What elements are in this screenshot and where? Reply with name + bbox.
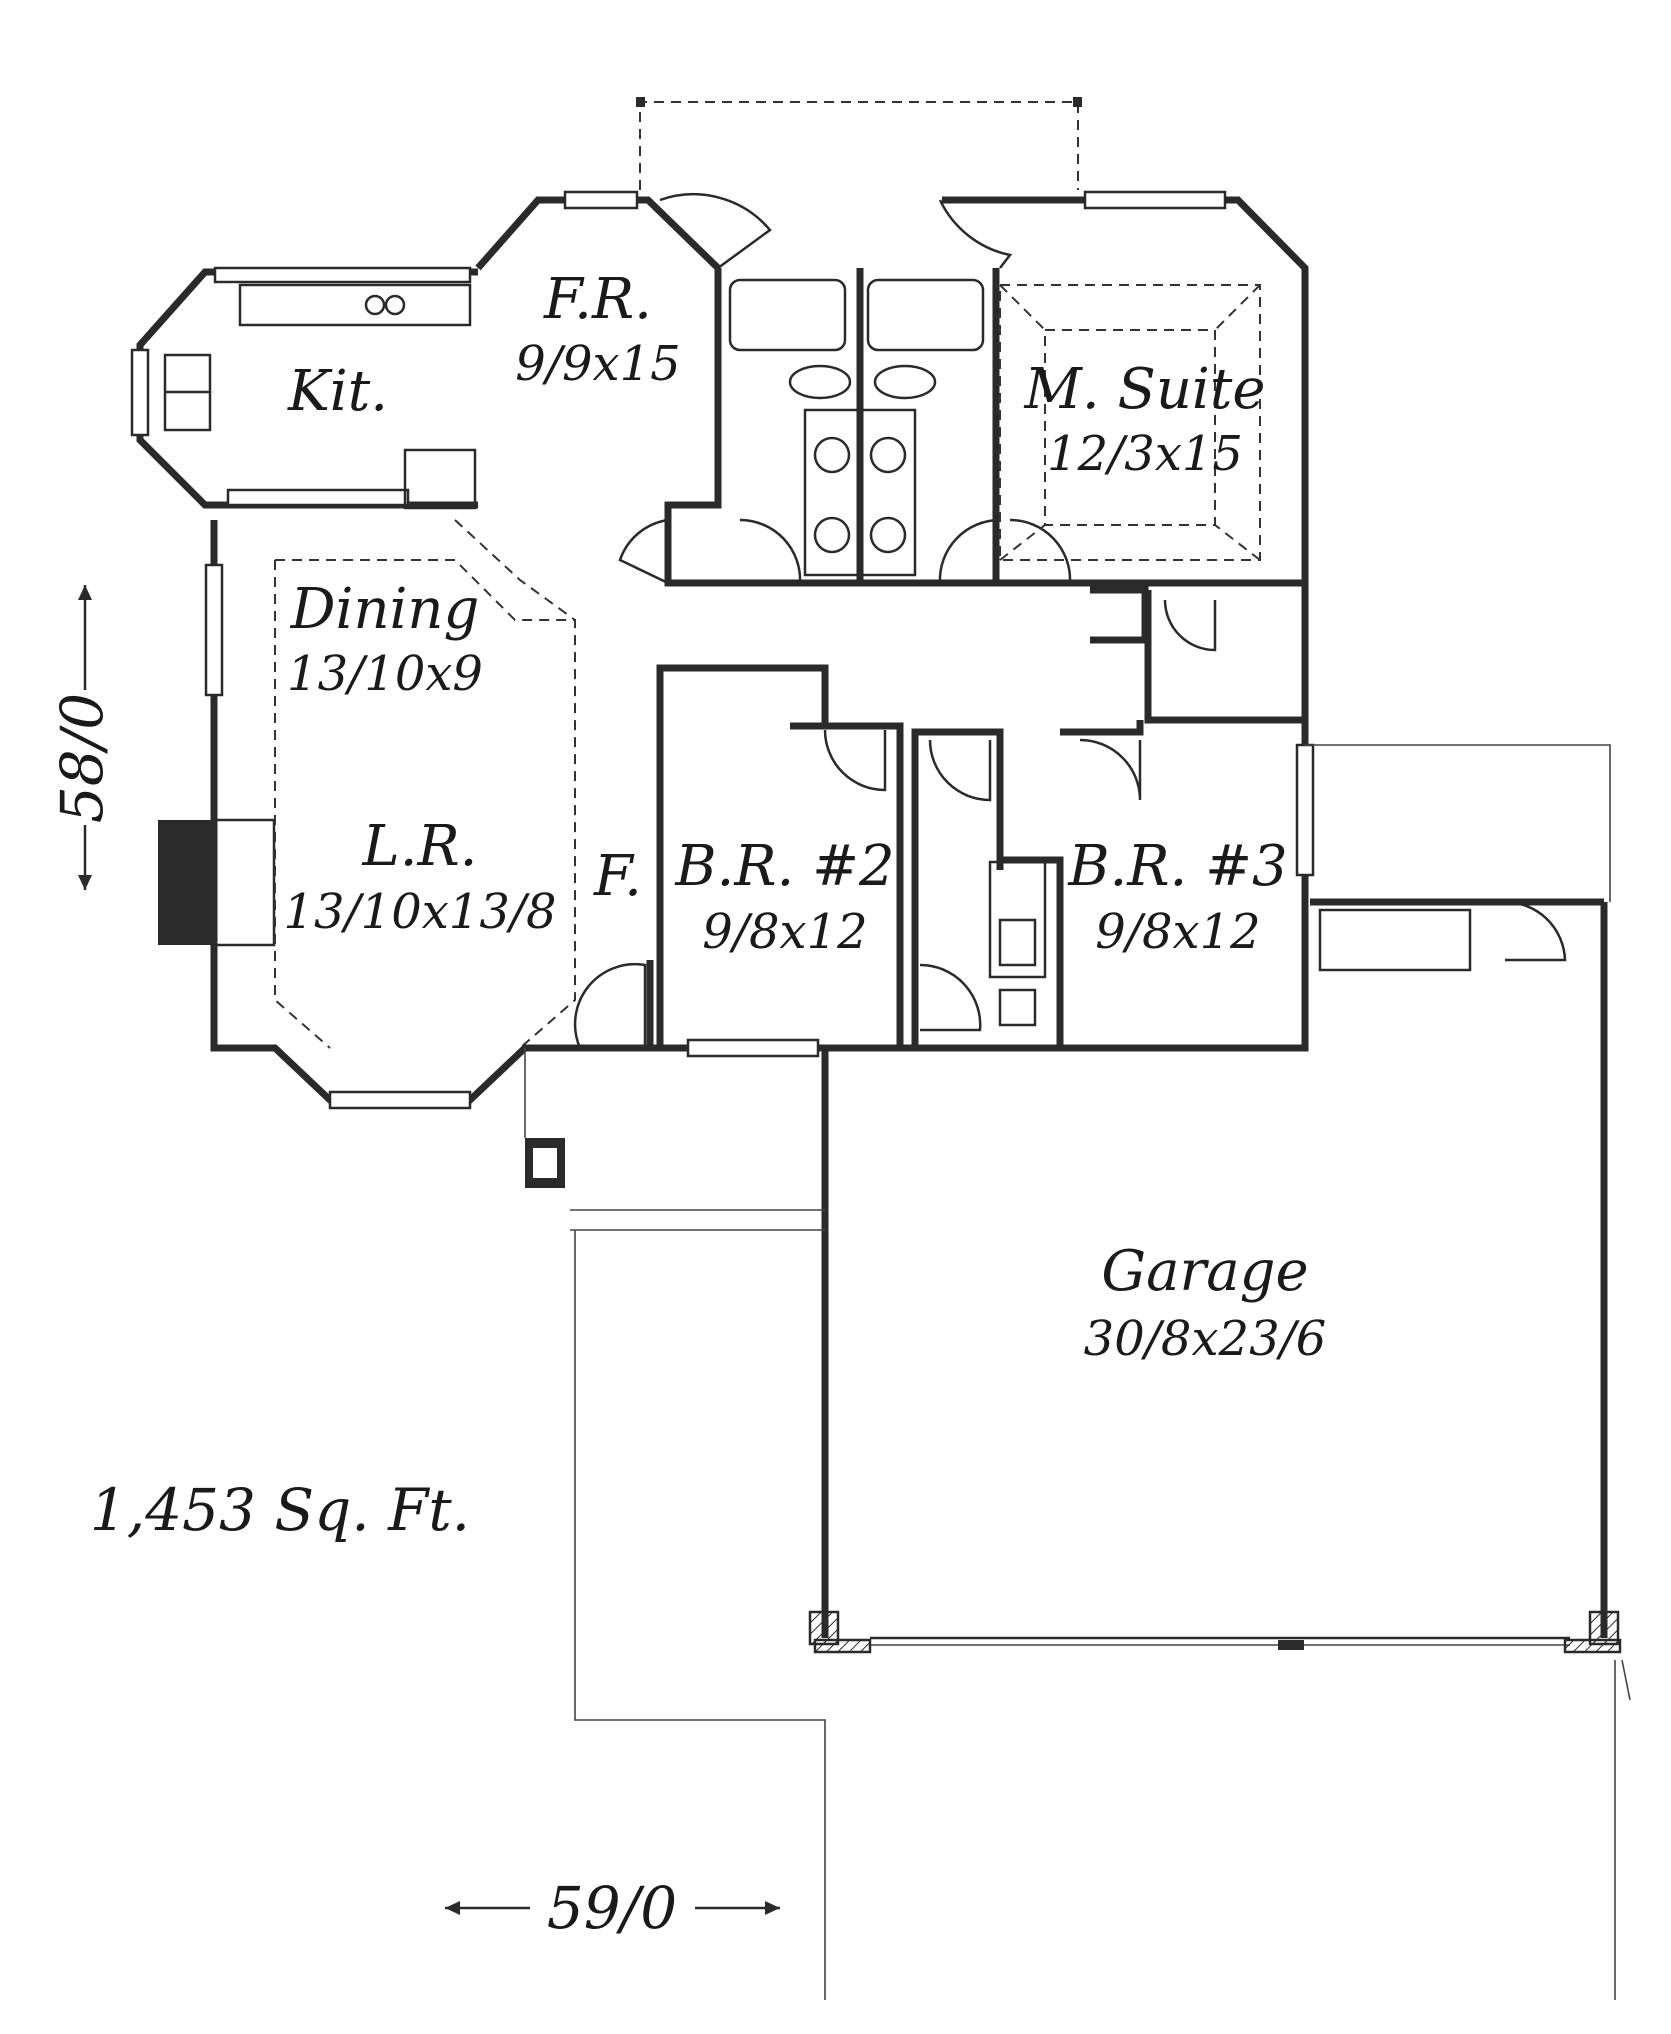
foyer-label: F.	[593, 844, 642, 909]
garage-size: 30/8x23/6	[1084, 1311, 1327, 1367]
square-footage-label: 1,453 Sq. Ft.	[90, 1476, 470, 1544]
rear-patio	[636, 97, 1082, 190]
dining-size: 13/10x9	[287, 646, 483, 702]
master-suite-label: M. Suite	[1024, 357, 1266, 422]
master-suite-size: 12/3x15	[1047, 426, 1243, 482]
living-room-size: 13/10x13/8	[283, 884, 556, 940]
bedroom-2-label: B.R. #2	[674, 834, 894, 899]
windows	[130, 190, 1472, 1110]
bedroom-2-size: 9/8x12	[702, 904, 867, 960]
overall-depth-label: 58/0	[48, 693, 116, 823]
kitchen-label: Kit.	[287, 359, 388, 424]
dimension-width	[445, 1901, 780, 1915]
ceiling-lines	[274, 284, 1261, 1049]
garage-details	[524, 744, 1631, 2000]
overall-width-label: 59/0	[547, 1874, 677, 1942]
dimension-depth	[78, 585, 92, 890]
bedroom-3-label: B.R. #3	[1067, 834, 1287, 899]
bedroom-3-size: 9/8x12	[1095, 904, 1260, 960]
dining-label: Dining	[290, 577, 480, 642]
family-room-label: F.R.	[543, 267, 652, 332]
garage-label: Garage	[1101, 1239, 1308, 1304]
family-room-size: 9/9x15	[515, 336, 680, 392]
doors	[573, 193, 1567, 1049]
fixtures	[158, 278, 1047, 1188]
living-room-label: L.R.	[362, 814, 478, 879]
